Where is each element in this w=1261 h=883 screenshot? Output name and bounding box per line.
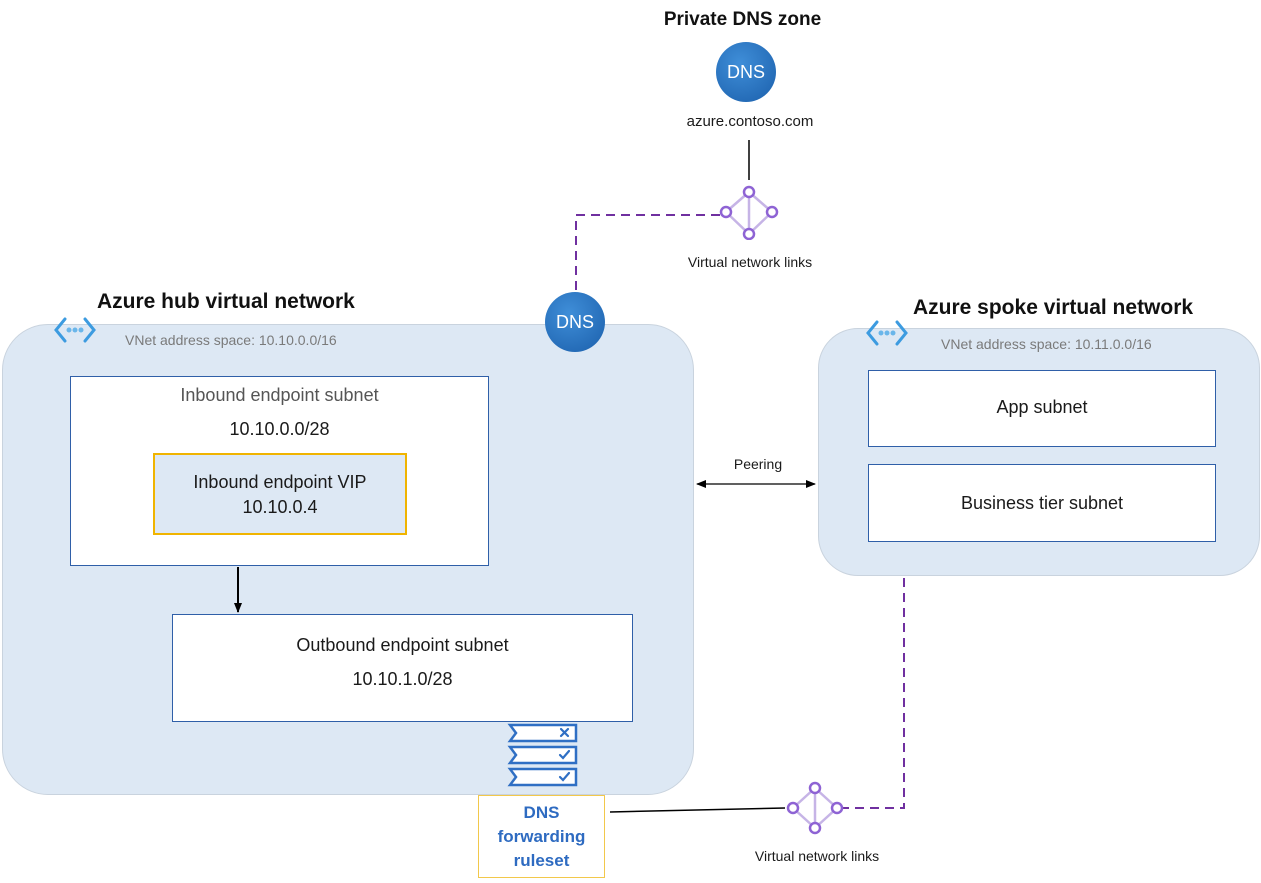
app-subnet: App subnet [868, 370, 1216, 447]
inbound-subnet-cidr: 10.10.0.0/28 [229, 419, 330, 439]
vnet-link-icon [719, 185, 779, 240]
dns-zone-icon: DNS [716, 42, 776, 102]
vip-ip: 10.10.0.4 [242, 497, 318, 517]
hub-dns-icon: DNS [545, 292, 605, 352]
business-subnet-name: Business tier subnet [960, 493, 1124, 513]
dns-forwarding-ruleset-box: DNS forwarding ruleset [478, 795, 605, 878]
ruleset-link-line [609, 807, 786, 813]
business-tier-subnet: Business tier subnet [868, 464, 1216, 542]
ruleset-line-3: ruleset [513, 851, 570, 870]
dns-zone-icon-label: DNS [726, 61, 765, 82]
ruleset-line-1: DNS [523, 803, 560, 822]
outbound-endpoint-subnet: Outbound endpoint subnet 10.10.1.0/28 [172, 614, 633, 722]
inbound-endpoint-vip: Inbound endpoint VIP 10.10.0.4 [153, 453, 407, 535]
peering-label: Peering [733, 456, 783, 472]
outbound-subnet-name: Outbound endpoint subnet [296, 635, 509, 655]
inbound-subnet-name: Inbound endpoint subnet [180, 385, 379, 405]
vip-label: Inbound endpoint VIP [193, 472, 367, 492]
hub-vnet-title: Azure hub virtual network [97, 290, 355, 313]
hub-dns-link-dashed [575, 214, 720, 292]
ruleset-line-2: forwarding [497, 827, 586, 846]
app-subnet-name: App subnet [996, 397, 1088, 417]
private-dns-zone-title: Private DNS zone [663, 9, 822, 30]
private-dns-zone-domain: azure.contoso.com [686, 113, 814, 130]
hub-address-space: VNet address space: 10.10.0.0/16 [125, 332, 337, 348]
hub-dns-icon-label: DNS [555, 311, 594, 332]
hub-vnet-icon [54, 317, 96, 343]
spoke-address-space: VNet address space: 10.11.0.0/16 [941, 336, 1152, 352]
dns-forwarding-ruleset-icon [507, 723, 578, 787]
spoke-vnet-icon [866, 320, 908, 346]
bottom-vnet-links-label: Virtual network links [754, 848, 880, 864]
vnet-link-icon-bottom [786, 781, 844, 835]
spoke-vnet-title: Azure spoke virtual network [913, 296, 1194, 319]
outbound-subnet-cidr: 10.10.1.0/28 [352, 669, 453, 689]
spoke-link-dashed [840, 578, 905, 809]
top-vnet-links-label: Virtual network links [687, 254, 813, 270]
